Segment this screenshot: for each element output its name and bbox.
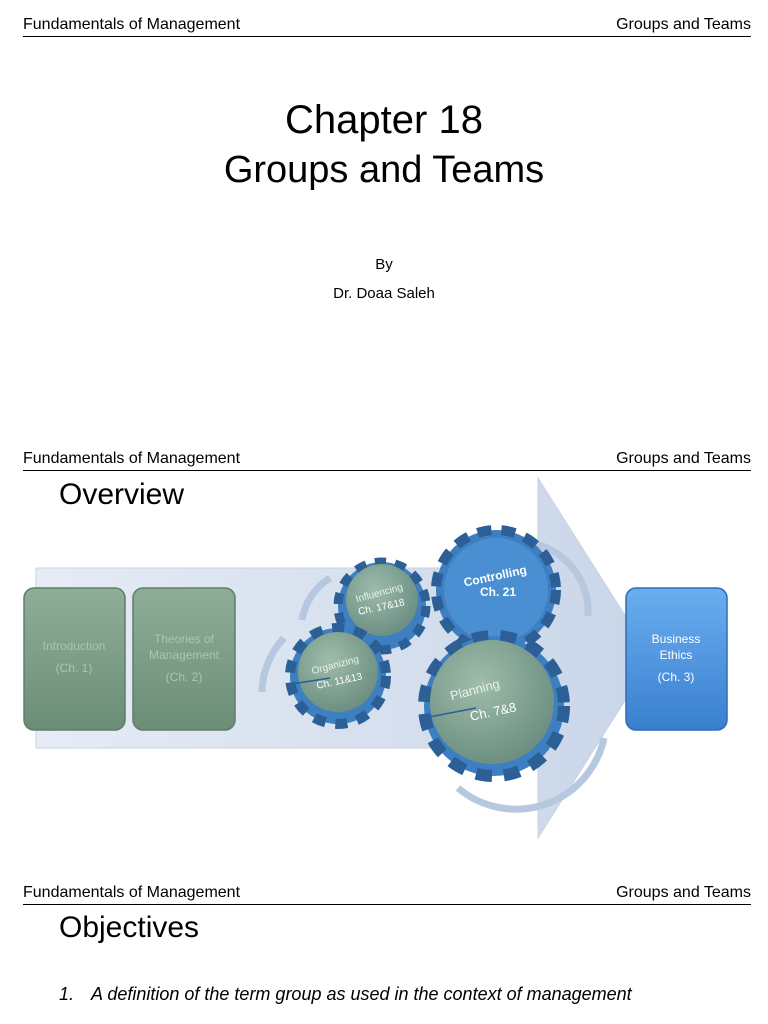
header-course: Fundamentals of Management [23, 16, 241, 33]
objective-item: 1. A definition of the term group as used… [59, 983, 632, 1005]
planning-gear: Planning Ch. 7&8 [418, 630, 570, 782]
chapter-title: Chapter 18 [285, 98, 483, 142]
slide-header: Fundamentals of Management Groups and Te… [23, 884, 751, 905]
theories-label-2: Management [149, 648, 220, 662]
slide-header: Fundamentals of Management Groups and Te… [23, 16, 751, 37]
header-course: Fundamentals of Management [23, 884, 241, 901]
controlling-chapter: Ch. 21 [480, 585, 516, 599]
theories-chapter: (Ch. 2) [166, 670, 203, 684]
theories-box: Theories of Management (Ch. 2) [132, 587, 236, 731]
cycle-arrow-left [258, 635, 287, 693]
introduction-chapter: (Ch. 1) [56, 661, 93, 675]
ethics-label-2: Ethics [660, 648, 693, 662]
ethics-label-1: Business [652, 632, 701, 646]
slide-header: Fundamentals of Management Groups and Te… [23, 450, 751, 471]
objective-number: 1. [59, 984, 75, 1004]
by-label: By [375, 256, 393, 273]
introduction-box: Introduction (Ch. 1) [23, 587, 126, 731]
header-topic: Groups and Teams [616, 16, 751, 33]
author-name: Dr. Doaa Saleh [333, 285, 435, 302]
overview-heading: Overview [59, 478, 185, 511]
header-course: Fundamentals of Management [23, 450, 241, 467]
organizing-gear: Organizing Ch. 11&13 [285, 623, 391, 729]
objective-text: A definition of the term group as used i… [91, 984, 632, 1004]
header-topic: Groups and Teams [616, 450, 751, 467]
objectives-heading: Objectives [59, 911, 200, 944]
chapter-subtitle: Groups and Teams [223, 149, 545, 191]
header-topic: Groups and Teams [616, 884, 751, 901]
overview-diagram: Introduction (Ch. 1) Theories of Managem… [23, 476, 728, 840]
business-ethics-box: Business Ethics (Ch. 3) [625, 587, 728, 731]
cycle-arrow-bottom [455, 737, 608, 813]
theories-label-1: Theories of [154, 632, 215, 646]
ethics-chapter: (Ch. 3) [658, 670, 695, 684]
cycle-arrow-top [298, 575, 332, 621]
introduction-label: Introduction [43, 639, 106, 653]
title-slide: Fundamentals of Management Groups and Te… [0, 0, 768, 420]
controlling-gear: Controlling Ch. 21 [431, 525, 561, 655]
